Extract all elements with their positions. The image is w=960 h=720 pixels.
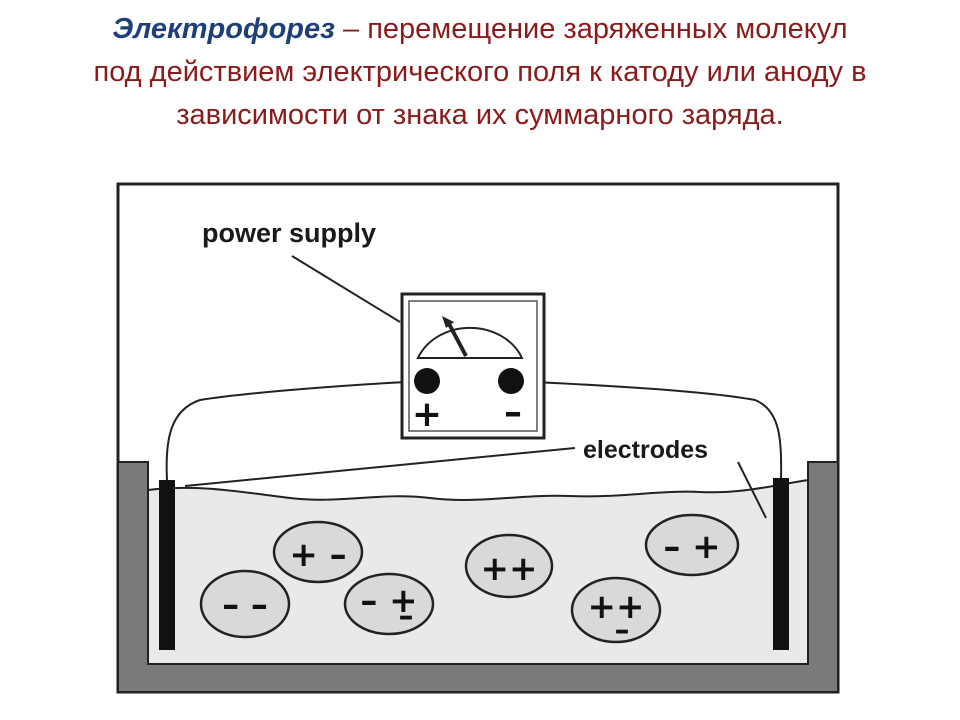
molecule-4: ++ (464, 533, 554, 599)
molecule-5-charges: – + (663, 527, 720, 567)
terminal-minus-sign: – (504, 392, 522, 433)
molecule-2-charges: – – (222, 585, 268, 625)
molecule-3-extra-minus: – (399, 599, 414, 634)
title-line-1: Электрофорез – перемещение заряженных мо… (0, 8, 960, 51)
title-term: Электрофорез (112, 13, 335, 45)
electrode-right (773, 478, 789, 650)
title-line-1-rest: – перемещение заряженных молекул (334, 13, 848, 45)
title-block: Электрофорез – перемещение заряженных мо… (0, 8, 960, 137)
molecule-6-charges: ++ (588, 587, 645, 627)
power-supply (400, 292, 546, 440)
meter-dial (416, 326, 524, 359)
molecule-6-extra-minus: – (615, 613, 630, 648)
title-line-2: под действием электрического поля к като… (93, 56, 867, 88)
molecule-4-charges: ++ (481, 549, 538, 589)
meter-needle (446, 321, 468, 357)
wire-left (165, 380, 428, 481)
molecule-3-charges: – + (360, 581, 417, 621)
terminal-negative (498, 368, 524, 394)
electrodes-pointer-left (184, 447, 576, 487)
electrodes-label: electrodes (583, 436, 708, 464)
meter-needle-tip (442, 316, 454, 328)
title-line-3: зависимости от знака их суммарного заряд… (176, 99, 784, 131)
molecule-1: + – (272, 520, 364, 584)
power-supply-label: power supply (202, 218, 376, 248)
electrode-left (159, 480, 175, 650)
molecule-6: ++ – (570, 576, 662, 648)
power-supply-inner (408, 300, 538, 432)
molecule-2: – – (199, 569, 291, 639)
terminal-plus-sign: + (412, 394, 442, 435)
molecule-1-charges: + – (289, 535, 346, 575)
electrodes-pointer-right (737, 461, 767, 519)
power-supply-pointer (291, 255, 401, 323)
molecule-5: – + (644, 513, 740, 577)
terminal-positive (414, 368, 440, 394)
molecule-3: – + – (343, 572, 435, 636)
wire-right (510, 380, 783, 479)
